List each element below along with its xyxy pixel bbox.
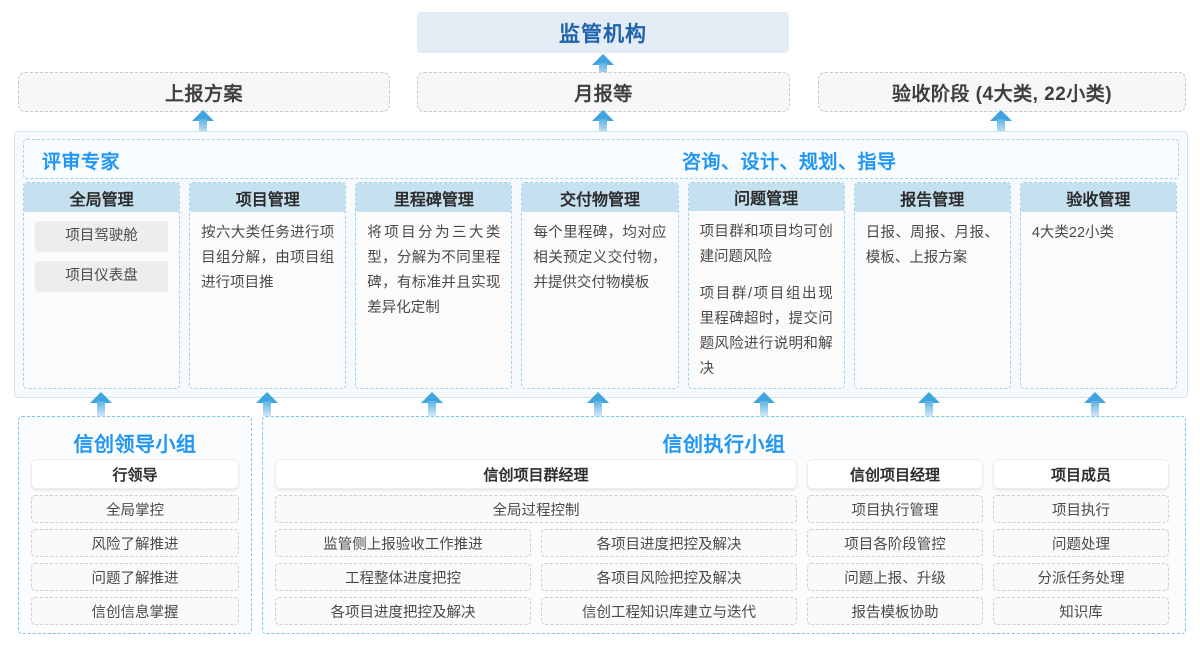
card-body: 4大类22小类 bbox=[1021, 212, 1176, 388]
card-paragraph: 每个里程碑，均对应相关预定义交付物，并提供交付物模板 bbox=[533, 225, 667, 291]
arrow-up-card-2 bbox=[256, 392, 278, 416]
arrow-up-to-regulator bbox=[592, 54, 614, 78]
list-item[interactable]: 问题了解推进 bbox=[31, 563, 239, 591]
card-body: 按六大类任务进行项目组分解，由项目组进行项目推 bbox=[190, 212, 345, 388]
list-item[interactable]: 信创信息掌握 bbox=[31, 597, 239, 625]
arrow-up-card-1 bbox=[90, 392, 112, 416]
list-item[interactable]: 项目各阶段管控 bbox=[807, 529, 983, 557]
card-paragraph: 按六大类任务进行项目组分解，由项目组进行项目推 bbox=[201, 225, 335, 291]
card-title: 问题管理 bbox=[688, 183, 844, 211]
arrow-up-card-5 bbox=[753, 392, 775, 416]
pill-item[interactable]: 项目驾驶舱 bbox=[35, 221, 169, 252]
card-body: 项目驾驶舱 项目仪表盘 bbox=[24, 212, 179, 388]
card-title: 全局管理 bbox=[24, 183, 180, 212]
card-paragraph: 4大类22小类 bbox=[1031, 225, 1115, 241]
review-expert-label: 评审专家 bbox=[42, 152, 121, 173]
card-acceptance-management[interactable]: 验收管理 4大类22小类 bbox=[1019, 182, 1177, 389]
arrow-up-to-acceptance bbox=[990, 110, 1012, 134]
list-item[interactable]: 全局掌控 bbox=[31, 495, 239, 523]
list-item[interactable]: 工程整体进度把控 bbox=[275, 563, 531, 591]
card-title: 验收管理 bbox=[1020, 183, 1176, 212]
list-item[interactable]: 分派任务处理 bbox=[993, 563, 1169, 591]
list-item[interactable]: 风险了解推进 bbox=[31, 529, 239, 557]
list-item[interactable]: 各项目进度把控及解决 bbox=[541, 529, 797, 557]
arrow-up-to-monthly bbox=[592, 110, 614, 134]
program-manager-rows: 监管侧上报验收工作推进 工程整体进度把控 各项目进度把控及解决 各项目进度把控及… bbox=[275, 529, 797, 625]
column-project-manager: 信创项目经理 项目执行管理 项目各阶段管控 问题上报、升级 报告模板协助 bbox=[807, 459, 983, 625]
consulting-panel-header: 评审专家 咨询、设计、规划、指导 bbox=[23, 139, 1179, 179]
card-body: 将项目分为三大类型，分解为不同里程碑，有标准并且实现差异化定制 bbox=[356, 212, 511, 388]
arrow-up-card-4 bbox=[587, 392, 609, 416]
card-paragraph: 项目群/项目组出现里程碑超时，提交问题风险进行说明和解决 bbox=[699, 286, 833, 377]
exec-group-title: 信创执行小组 bbox=[662, 434, 786, 456]
list-item[interactable]: 全局过程控制 bbox=[275, 495, 797, 523]
card-title: 里程碑管理 bbox=[356, 183, 512, 212]
card-project-management[interactable]: 项目管理 按六大类任务进行项目组分解，由项目组进行项目推 bbox=[189, 182, 347, 389]
report-box-monthly: 月报等 bbox=[417, 72, 790, 112]
list-item[interactable]: 项目执行 bbox=[993, 495, 1169, 523]
card-milestone-management[interactable]: 里程碑管理 将项目分为三大类型，分解为不同里程碑，有标准并且实现差异化定制 bbox=[355, 182, 513, 389]
list-item[interactable]: 项目执行管理 bbox=[807, 495, 983, 523]
list-item[interactable]: 信创工程知识库建立与迭代 bbox=[541, 597, 797, 625]
report-box-plan: 上报方案 bbox=[18, 72, 390, 112]
list-item[interactable]: 问题处理 bbox=[993, 529, 1169, 557]
role-header-project-manager[interactable]: 信创项目经理 bbox=[807, 459, 983, 489]
card-title: 交付物管理 bbox=[522, 183, 678, 212]
leader-group-panel: 信创领导小组 行领导 全局掌控 风险了解推进 问题了解推进 信创信息掌握 bbox=[18, 416, 252, 634]
role-header-bank-leader[interactable]: 行领导 bbox=[31, 459, 239, 489]
exec-group-panel: 信创执行小组 信创项目群经理 全局过程控制 监管侧上报验收工作推进 工程整体进度… bbox=[262, 416, 1186, 634]
card-body: 每个里程碑，均对应相关预定义交付物，并提供交付物模板 bbox=[522, 212, 677, 388]
card-report-management[interactable]: 报告管理 日报、周报、月报、模板、上报方案 bbox=[853, 182, 1011, 389]
leader-group-title: 信创领导小组 bbox=[73, 434, 197, 456]
list-item[interactable]: 各项目进度把控及解决 bbox=[275, 597, 531, 625]
management-card-row: 全局管理 项目驾驶舱 项目仪表盘 项目管理 按六大类任务进行项目组分解，由项目组… bbox=[23, 182, 1177, 389]
program-manager-left-column: 监管侧上报验收工作推进 工程整体进度把控 各项目进度把控及解决 bbox=[275, 529, 531, 625]
role-header-project-member[interactable]: 项目成员 bbox=[993, 459, 1169, 489]
role-header-program-manager[interactable]: 信创项目群经理 bbox=[275, 459, 797, 489]
column-program-manager: 信创项目群经理 全局过程控制 监管侧上报验收工作推进 工程整体进度把控 各项目进… bbox=[275, 459, 797, 625]
list-item[interactable]: 各项目风险把控及解决 bbox=[541, 563, 797, 591]
list-item[interactable]: 监管侧上报验收工作推进 bbox=[275, 529, 531, 557]
program-manager-right-column: 各项目进度把控及解决 各项目风险把控及解决 信创工程知识库建立与迭代 bbox=[541, 529, 797, 625]
card-body: 项目群和项目均可创建问题风险 项目群/项目组出现里程碑超时，提交问题风险进行说明… bbox=[689, 211, 844, 388]
list-item[interactable]: 报告模板协助 bbox=[807, 597, 983, 625]
regulator-box: 监管机构 bbox=[417, 12, 789, 53]
card-issue-management[interactable]: 问题管理 项目群和项目均可创建问题风险 项目群/项目组出现里程碑超时，提交问题风… bbox=[687, 182, 845, 389]
card-paragraph: 日报、周报、月报、模板、上报方案 bbox=[865, 225, 999, 266]
list-item[interactable]: 知识库 bbox=[993, 597, 1169, 625]
list-item[interactable]: 问题上报、升级 bbox=[807, 563, 983, 591]
card-global-management[interactable]: 全局管理 项目驾驶舱 项目仪表盘 bbox=[23, 182, 181, 389]
card-deliverable-management[interactable]: 交付物管理 每个里程碑，均对应相关预定义交付物，并提供交付物模板 bbox=[521, 182, 679, 389]
arrow-up-card-6 bbox=[918, 392, 940, 416]
arrow-up-card-3 bbox=[421, 392, 443, 416]
arrow-up-card-7 bbox=[1084, 392, 1106, 416]
card-paragraph: 将项目分为三大类型，分解为不同里程碑，有标准并且实现差异化定制 bbox=[367, 225, 501, 316]
card-title: 报告管理 bbox=[854, 183, 1010, 212]
exec-group-columns: 信创项目群经理 全局过程控制 监管侧上报验收工作推进 工程整体进度把控 各项目进… bbox=[275, 459, 1173, 625]
consulting-label: 咨询、设计、规划、指导 bbox=[682, 152, 897, 173]
card-paragraph: 项目群和项目均可创建问题风险 bbox=[699, 224, 833, 265]
arrow-up-to-plan bbox=[192, 110, 214, 134]
column-project-member: 项目成员 项目执行 问题处理 分派任务处理 知识库 bbox=[993, 459, 1169, 625]
card-title: 项目管理 bbox=[190, 183, 346, 212]
leader-group-column: 行领导 全局掌控 风险了解推进 问题了解推进 信创信息掌握 bbox=[31, 459, 239, 625]
report-box-acceptance: 验收阶段 (4大类, 22小类) bbox=[818, 72, 1186, 112]
card-body: 日报、周报、月报、模板、上报方案 bbox=[855, 212, 1010, 388]
pill-item[interactable]: 项目仪表盘 bbox=[35, 261, 169, 292]
consulting-panel: 评审专家 咨询、设计、规划、指导 全局管理 项目驾驶舱 项目仪表盘 项目管理 按… bbox=[14, 131, 1188, 398]
